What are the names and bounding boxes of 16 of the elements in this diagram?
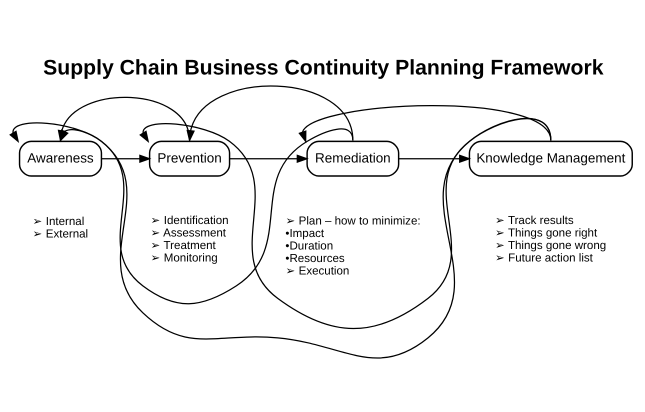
node-label: ➢ Monitoring — [150, 252, 218, 264]
node-label: ➢ Assessment — [150, 226, 226, 239]
node-label: ➢ Things gone right — [494, 226, 598, 239]
diagram-title: Supply Chain Business Continuity Planning Framework — [43, 56, 604, 80]
node-label: •Impact — [285, 227, 324, 240]
node-label: ➢ Plan – how to minimize: — [285, 214, 421, 227]
node-label: •Resources — [285, 252, 345, 264]
node-label: ➢ Things gone wrong — [494, 239, 606, 252]
node-label: •Duration — [285, 240, 334, 252]
node-label: ➢ Identification — [150, 214, 229, 226]
node-label: ➢ Execution — [285, 264, 350, 277]
node-label: ➢ External — [32, 228, 88, 240]
node-label: ➢ Internal — [32, 215, 84, 228]
node-label: ➢ Treatment — [150, 239, 216, 252]
node-label: ➢ Future action list — [494, 252, 593, 264]
node-label: ➢ Track results — [494, 214, 574, 226]
